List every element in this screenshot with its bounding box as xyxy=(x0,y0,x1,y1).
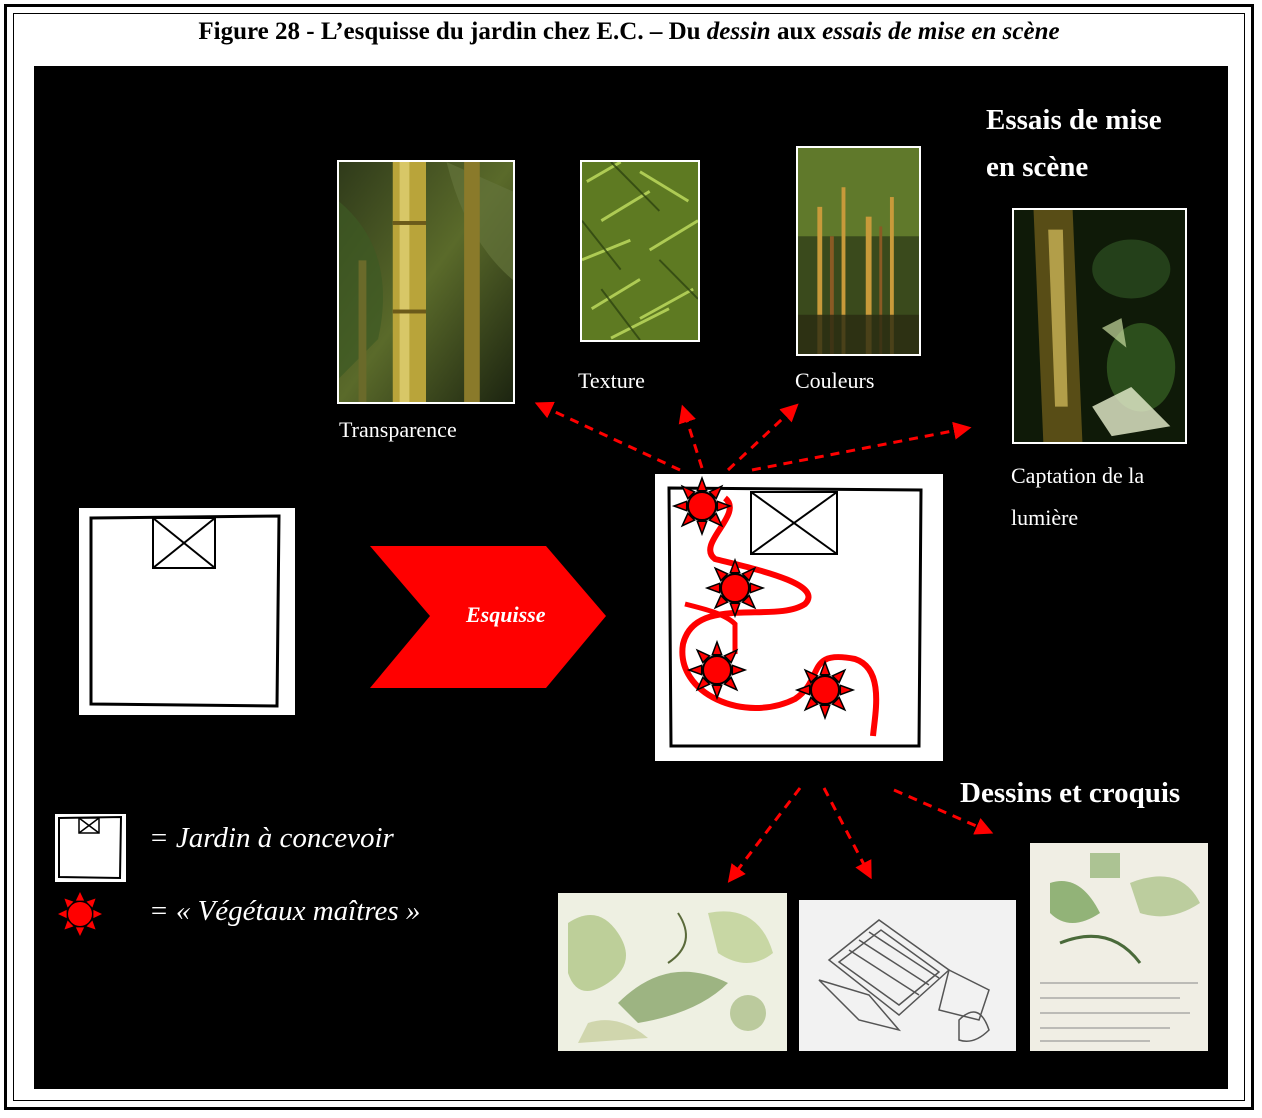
garden-plan-empty xyxy=(79,508,295,715)
heading-essais-line1: Essais de mise xyxy=(986,104,1162,136)
photo-couleurs xyxy=(796,146,921,356)
legend-garden-plan-icon xyxy=(55,814,126,882)
garden-plan-sketch xyxy=(655,474,943,761)
figure-inner-frame xyxy=(13,13,1245,1101)
title-em-dessin: dessin xyxy=(706,18,771,45)
drawing-plants-watercolor xyxy=(558,893,787,1051)
figure-title: Figure 28 - L’esquisse du jardin chez E.… xyxy=(14,18,1244,46)
label-transparence: Transparence xyxy=(339,417,457,442)
figure-outer-frame xyxy=(4,4,1254,1110)
heading-essais-line2: en scène xyxy=(986,151,1089,183)
photo-texture xyxy=(580,160,700,342)
drawing-pencil-plan xyxy=(799,900,1016,1051)
legend-garden-text: = Jardin à concevoir xyxy=(149,822,394,854)
photo-transparence xyxy=(337,160,515,404)
title-mid: aux xyxy=(770,18,823,45)
heading-dessins-croquis: Dessins et croquis xyxy=(960,777,1181,809)
drawing-annotated-plan xyxy=(1030,843,1208,1051)
label-captation-line2: lumière xyxy=(1011,505,1079,530)
title-prefix: Figure 28 - L’esquisse du jardin chez E.… xyxy=(198,18,707,45)
esquisse-label: Esquisse xyxy=(466,602,546,627)
label-captation-line1: Captation de la xyxy=(1011,463,1145,488)
label-texture: Texture xyxy=(578,368,645,393)
label-couleurs: Couleurs xyxy=(795,368,875,393)
legend-plants-text: = « Végétaux maîtres » xyxy=(149,895,421,927)
title-em-essais: essais de mise en scène xyxy=(822,18,1060,45)
photo-captation-lumiere xyxy=(1012,208,1187,444)
